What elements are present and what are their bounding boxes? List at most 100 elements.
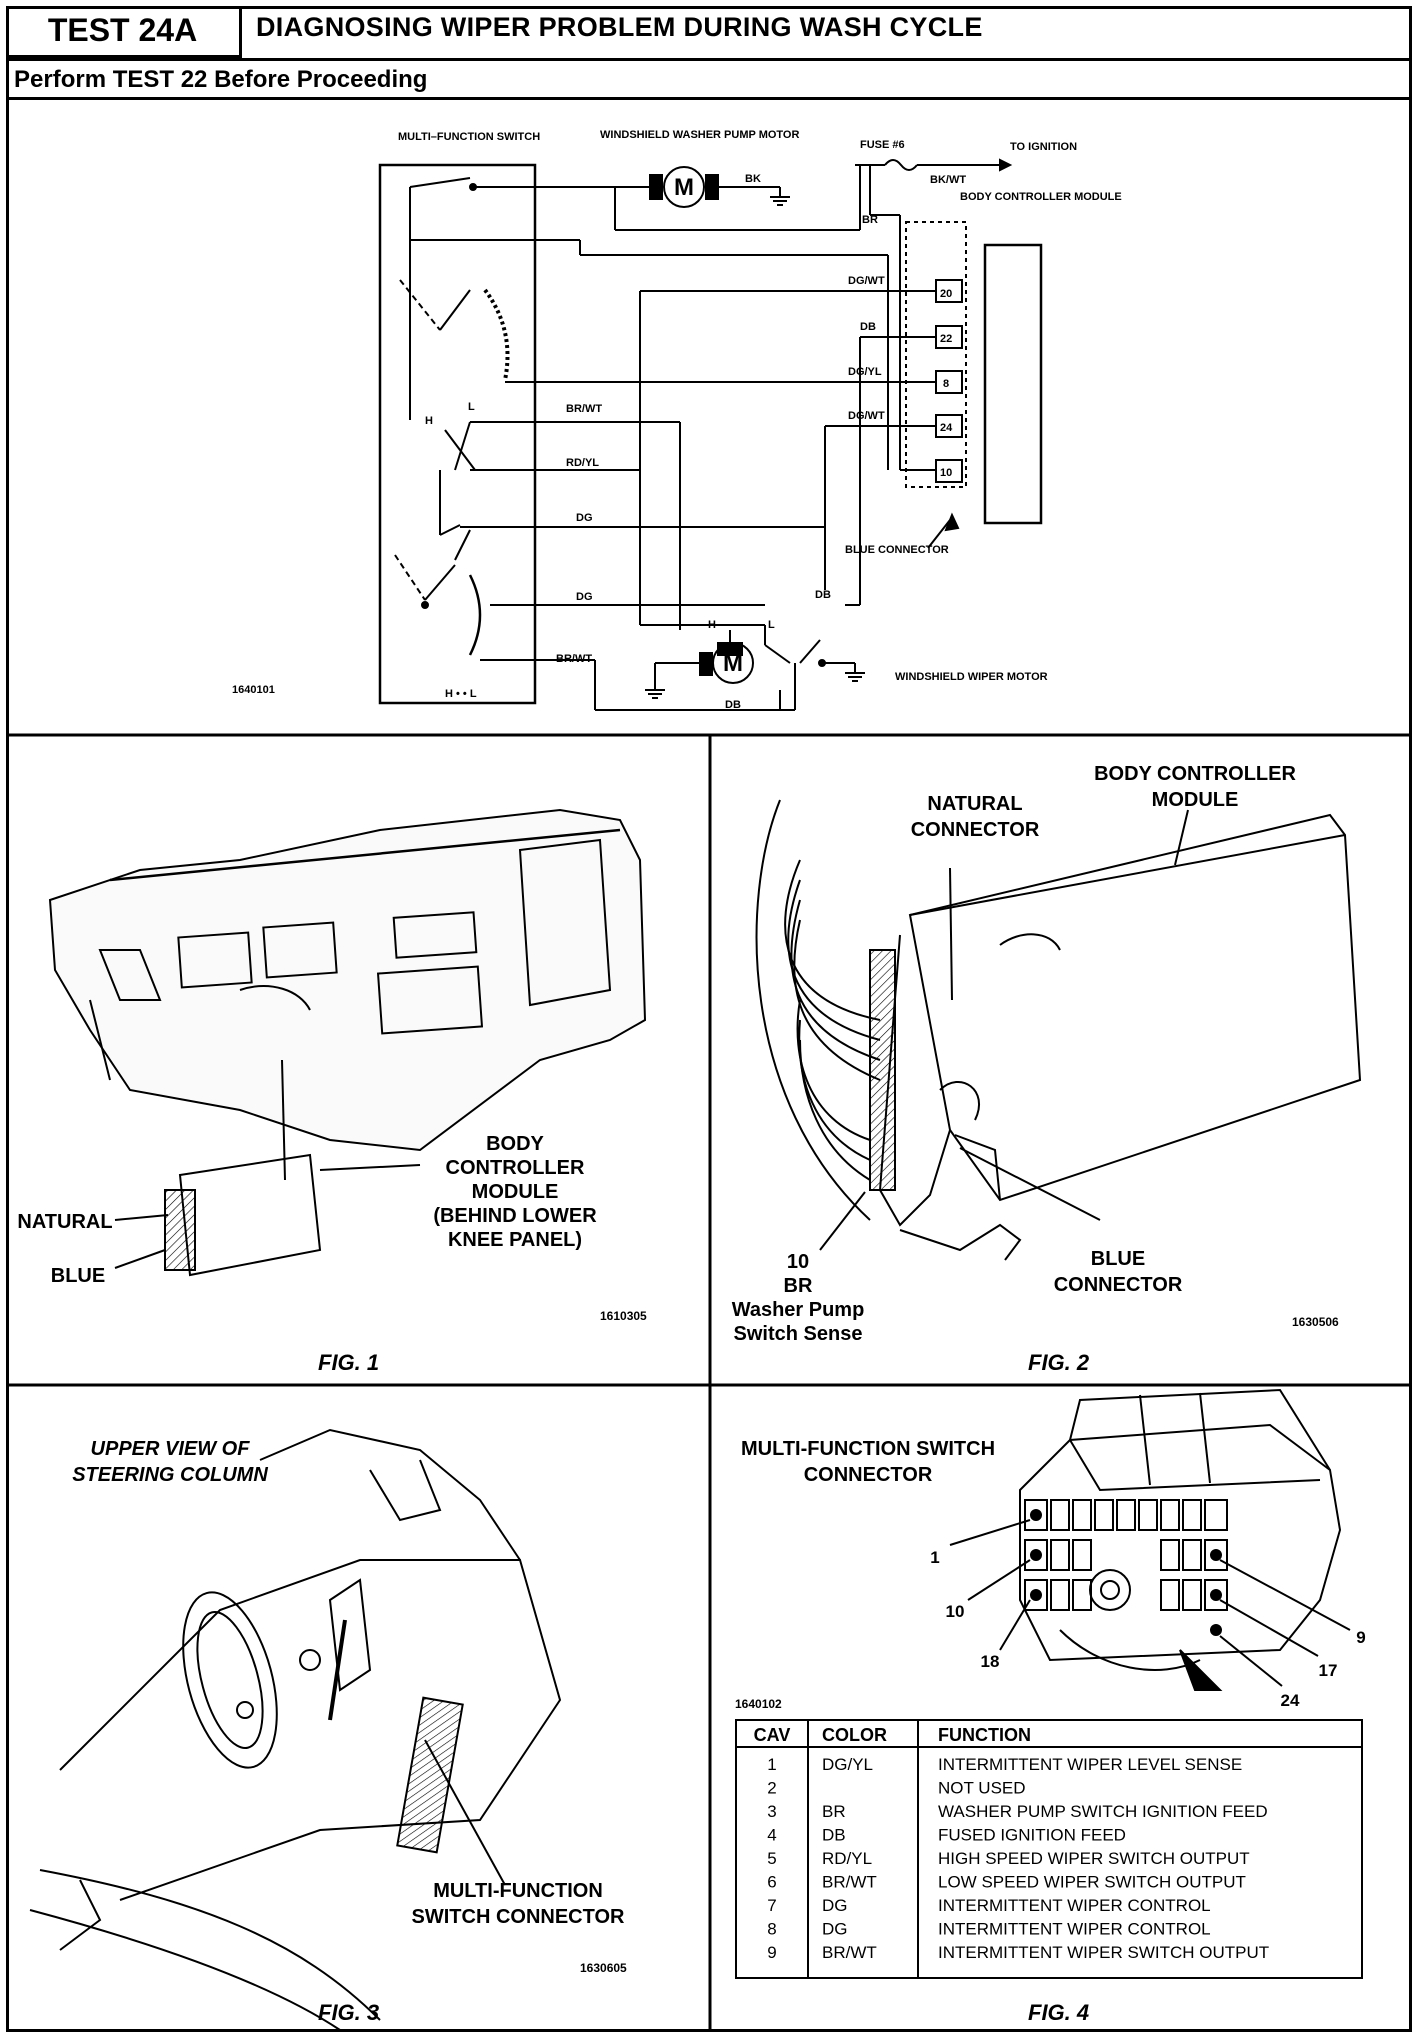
wire-bk-wt: BK/WT (930, 174, 966, 186)
table-cell-function: NOT USED (938, 1779, 1026, 1798)
washer-motor-m: M (674, 174, 694, 201)
wire-dg-1: DG (576, 512, 593, 524)
fig1-natural-label: NATURAL (17, 1211, 112, 1233)
fig1-id: 1610305 (600, 1309, 647, 1323)
fig3-view-line-2: STEERING COLUMN (72, 1464, 268, 1486)
table-cell-cav: 9 (767, 1943, 776, 1962)
fig1-bcm-line-5: KNEE PANEL) (448, 1229, 582, 1251)
fig1-bcm-line-4: (BEHIND LOWER (433, 1205, 597, 1227)
fig3-connector-labels: MULTI-FUNCTION SWITCH CONNECTOR (412, 1880, 626, 1928)
fig3-connector-line-1: MULTI-FUNCTION (433, 1880, 603, 1902)
fig2-caption: FIG. 2 (1028, 1350, 1090, 1375)
table-cell-function: LOW SPEED WIPER SWITCH OUTPUT (938, 1873, 1246, 1892)
fig2-blue-line-1: BLUE (1091, 1248, 1145, 1270)
mf-switch-label-1: MULTI–FUNCTION SWITCH (398, 131, 540, 143)
mf-switch-box (378, 163, 537, 705)
fig2-pin-line-1: 10 (787, 1251, 809, 1273)
schematic-id: 1640101 (232, 684, 275, 696)
wiper-motor-label: WINDSHIELD WIPER MOTOR (895, 671, 1048, 683)
header-divider (6, 58, 1412, 61)
table-cell-cav: 6 (767, 1873, 776, 1892)
wiring-schematic (378, 158, 1043, 711)
table-cell-cav: 1 (767, 1755, 776, 1774)
fig2-labels: BODY CONTROLLER MODULE NATURAL CONNECTOR… (732, 763, 1297, 1345)
wire-bk: BK (745, 173, 761, 185)
fig4-callout-9: 9 (1356, 1628, 1365, 1647)
table-cell-color: BR/WT (822, 1873, 877, 1892)
motor-symbols: M M (674, 174, 743, 677)
wire-br: BR (862, 214, 878, 226)
fig1-bcm-line-2: CONTROLLER (446, 1157, 585, 1179)
fig3-id: 1630605 (580, 1961, 627, 1975)
fig4-title-line-1: MULTI-FUNCTION SWITCH (741, 1438, 995, 1460)
table-cell-color: DB (822, 1826, 846, 1845)
fig2-id: 1630506 (1292, 1315, 1339, 1329)
table-cell-cav: 5 (767, 1849, 776, 1868)
table-cell-function: INTERMITTENT WIPER CONTROL (938, 1920, 1211, 1939)
bcm-box (983, 243, 1043, 525)
wire-rd-yl: RD/YL (566, 457, 599, 469)
test-number: TEST 24A (6, 6, 242, 58)
schematic-labels: MULTI–FUNCTION SWITCH WINDSHIELD WASHER … (232, 129, 1122, 711)
subtitle-divider (6, 97, 1412, 100)
table-cell-cav: 4 (767, 1826, 776, 1845)
wire-dg-2: DG (576, 591, 593, 603)
table-cell-cav: 2 (767, 1779, 776, 1798)
fig4-callout-10: 10 (946, 1602, 965, 1621)
motor-l: L (768, 619, 775, 631)
fig4-callout-24: 24 (1281, 1691, 1300, 1710)
ignition-arrow (999, 158, 1013, 172)
bcm-label: BODY CONTROLLER MODULE (960, 191, 1122, 203)
blue-connector-arrow (927, 519, 951, 549)
fig3-view-line-1: UPPER VIEW OF (91, 1438, 251, 1460)
table-header-cav: CAV (754, 1725, 791, 1745)
switch-h: H (425, 415, 433, 427)
table-cell-cav: 3 (767, 1802, 776, 1821)
fig4-callouts: 1 10 18 9 17 24 (930, 1548, 1365, 1710)
fig2-bcm-line-1: BODY CONTROLLER (1094, 763, 1296, 785)
fig2-blue-line-2: CONNECTOR (1054, 1274, 1183, 1296)
fig4-title: MULTI-FUNCTION SWITCH CONNECTOR (741, 1438, 995, 1486)
fig2-bcm-line-2: MODULE (1152, 789, 1239, 811)
pin-10: 10 (940, 467, 952, 479)
fig4-title-line-2: CONNECTOR (804, 1464, 933, 1486)
fig2-natural-line-2: CONNECTOR (911, 819, 1040, 841)
fig1-bcm-line-1: BODY (486, 1133, 544, 1155)
table-cell-function: INTERMITTENT WIPER SWITCH OUTPUT (938, 1943, 1269, 1962)
table-cell-color: DG (822, 1896, 848, 1915)
fig3-steering-column-illustration (29, 1428, 562, 2031)
wiper-motor-m: M (723, 650, 743, 677)
table-header-function: FUNCTION (938, 1725, 1031, 1745)
fig1-caption: FIG. 1 (318, 1350, 379, 1375)
wire-dg-wt-20: DG/WT (848, 275, 885, 287)
fig1-blue-label: BLUE (51, 1265, 105, 1287)
blue-connector-label: BLUE CONNECTOR (845, 544, 949, 556)
motor-h: H (708, 619, 716, 631)
fig2-natural-line-1: NATURAL (927, 793, 1022, 815)
fig1-dashboard-illustration (48, 808, 647, 1277)
table-cell-function: WASHER PUMP SWITCH IGNITION FEED (938, 1802, 1268, 1821)
fig3-caption: FIG. 3 (318, 2000, 379, 2025)
page-title: DIAGNOSING WIPER PROBLEM DURING WASH CYC… (256, 12, 983, 42)
fig4-callout-17: 17 (1319, 1661, 1338, 1680)
switch-bottom-marks: H • • L (445, 688, 477, 700)
wire-br-wt-bottom: BR/WT (556, 653, 592, 665)
table-cell-color: DG/YL (822, 1755, 873, 1774)
fig2-pin-line-2: BR (784, 1275, 813, 1297)
fig4-connector-illustration (949, 1388, 1351, 1691)
wire-db-22: DB (860, 321, 876, 333)
pin-8: 8 (943, 378, 949, 390)
fig2-pin-line-4: Switch Sense (734, 1323, 863, 1345)
pin-24: 24 (940, 422, 953, 434)
table-cell-cav: 7 (767, 1896, 776, 1915)
table-cell-function: FUSED IGNITION FEED (938, 1826, 1126, 1845)
washer-switch-contact (409, 177, 471, 188)
washer-pump-label: WINDSHIELD WASHER PUMP MOTOR (600, 129, 799, 141)
fig1-bcm-line-3: MODULE (472, 1181, 559, 1203)
wire-db-bottom: DB (725, 699, 741, 711)
fig4-id: 1640102 (735, 1697, 782, 1711)
fuse-label: FUSE #6 (860, 139, 905, 151)
fig1-bcm-shape (178, 1153, 322, 1277)
